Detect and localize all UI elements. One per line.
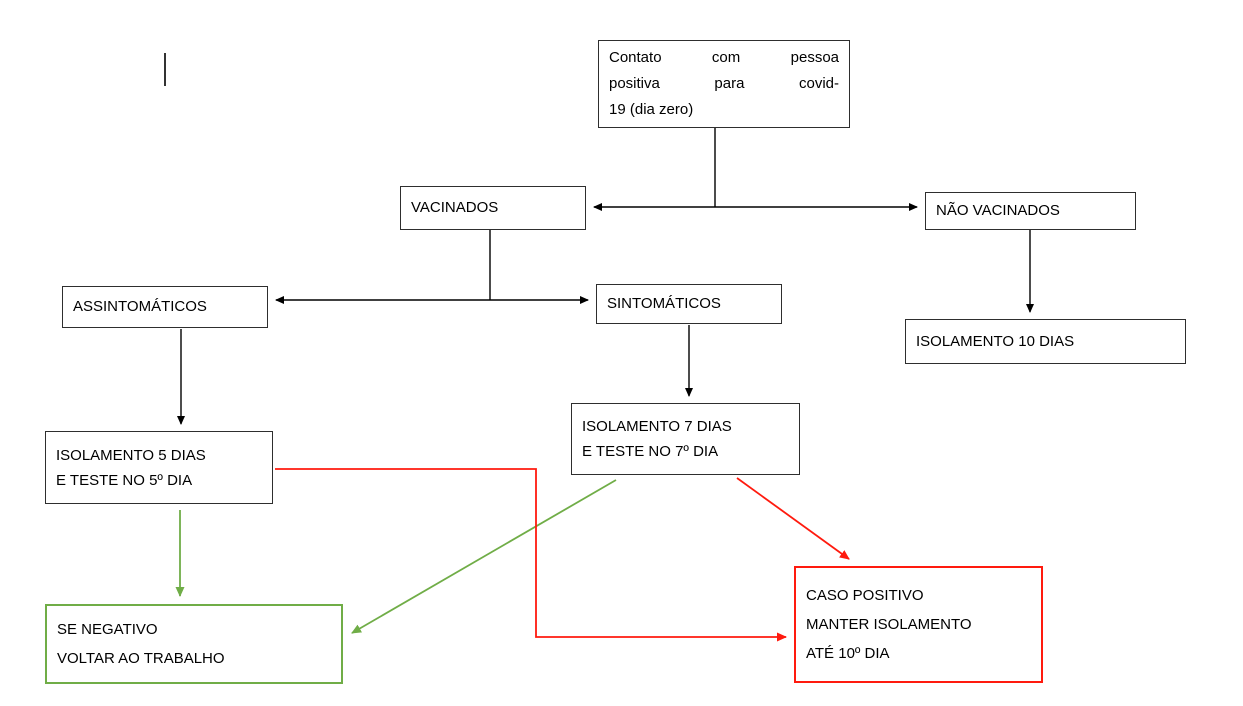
node-nao-vacinados: NÃO VACINADOS	[925, 192, 1136, 230]
node-text-line: E TESTE NO 5º DIA	[56, 471, 193, 489]
node-text-line: positiva para covid-	[609, 75, 839, 92]
node-text-line: ISOLAMENTO 7 DIAS	[582, 418, 732, 435]
text-cursor-artifact	[164, 53, 166, 86]
node-isolamento-10-dias: ISOLAMENTO 10 DIAS	[905, 319, 1186, 364]
edge-vacinados-split	[275, 230, 589, 304]
node-text-line: VOLTAR AO TRABALHO	[57, 650, 225, 667]
edge-isolamento7-casopositivo	[736, 477, 850, 560]
node-isolamento-5-dias: ISOLAMENTO 5 DIAS E TESTE NO 5º DIA	[45, 431, 273, 504]
node-text-line: ISOLAMENTO 10 DIAS	[916, 332, 1075, 350]
node-text-line: CASO POSITIVO	[806, 587, 924, 604]
node-text-line: SE NEGATIVO	[57, 621, 158, 638]
node-text-line: ASSINTOMÁTICOS	[73, 298, 207, 315]
node-caso-positivo: CASO POSITIVO MANTER ISOLAMENTO ATÉ 10º …	[794, 566, 1043, 683]
node-text-line: ISOLAMENTO 5 DIAS	[56, 446, 206, 464]
node-isolamento-7-dias: ISOLAMENTO 7 DIAS E TESTE NO 7º DIA	[571, 403, 800, 475]
node-text-line: VACINADOS	[411, 199, 499, 216]
node-assintomaticos: ASSINTOMÁTICOS	[62, 286, 268, 328]
node-text-line: Contato com pessoa	[609, 49, 839, 66]
node-text-line: ATÉ 10º DIA	[806, 645, 890, 662]
node-se-negativo: SE NEGATIVO VOLTAR AO TRABALHO	[45, 604, 343, 684]
node-contact-covid: Contato com pessoa positiva para covid- …	[598, 40, 850, 128]
node-text-line: NÃO VACINADOS	[936, 202, 1060, 219]
node-sintomaticos: SINTOMÁTICOS	[596, 284, 782, 324]
edge-contact-split	[593, 128, 918, 211]
node-text-line: E TESTE NO 7º DIA	[582, 443, 719, 460]
edge-isolamento7-senegativo	[351, 479, 617, 634]
node-text-line: MANTER ISOLAMENTO	[806, 616, 972, 633]
edge-isolamento5-casopositivo	[275, 468, 787, 642]
node-text-line: SINTOMÁTICOS	[607, 295, 721, 312]
node-vacinados: VACINADOS	[400, 186, 586, 230]
node-text-line: 19 (dia zero)	[609, 101, 694, 118]
